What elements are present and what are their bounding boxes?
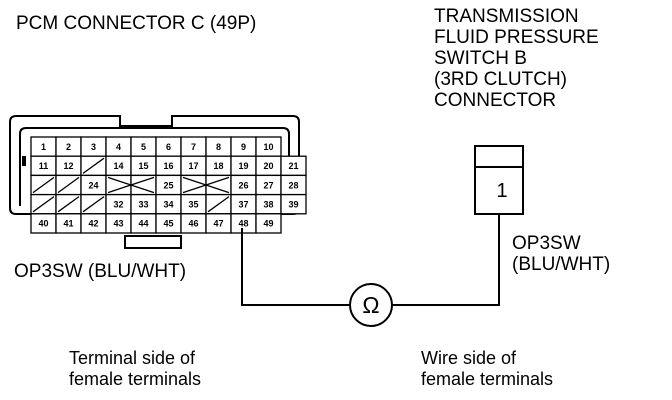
switch-title-line: CONNECTOR bbox=[434, 90, 557, 111]
pcm-view-label-line: Terminal side of bbox=[69, 348, 196, 368]
pcm-terminal-number: 11 bbox=[39, 161, 49, 171]
pcm-terminal-number: 43 bbox=[113, 219, 123, 229]
pcm-terminal-number: 37 bbox=[238, 200, 248, 210]
pcm-terminal-number: 14 bbox=[113, 161, 123, 171]
pcm-terminal-number: 9 bbox=[241, 142, 246, 152]
pcm-terminal-number: 33 bbox=[138, 200, 148, 210]
switch-connector-title: TRANSMISSION FLUID PRESSURE SWITCH B (3R… bbox=[434, 6, 599, 111]
pcm-terminal-cell bbox=[255, 213, 282, 234]
pcm-wire-label: OP3SW (BLU/WHT) bbox=[14, 261, 187, 282]
pcm-terminal-number: 38 bbox=[263, 200, 273, 210]
test-lead-wire-switch bbox=[392, 213, 500, 306]
pcm-terminal-number: 35 bbox=[188, 200, 198, 210]
pcm-terminal-number: 15 bbox=[138, 161, 148, 171]
pcm-terminal-number: 17 bbox=[188, 161, 198, 171]
pcm-unused-cavity-cross bbox=[107, 176, 155, 194]
pcm-terminal-number: 45 bbox=[163, 219, 173, 229]
switch-view-label-line: Wire side of bbox=[421, 348, 517, 368]
pcm-terminal-number: 28 bbox=[288, 180, 298, 190]
pcm-unused-cavity-hatch bbox=[32, 196, 55, 213]
pcm-terminal-number: 1 bbox=[41, 142, 46, 152]
pcm-terminal-number: 18 bbox=[213, 161, 223, 171]
pcm-terminal-number: 7 bbox=[191, 142, 196, 152]
pcm-terminal-number: 34 bbox=[163, 200, 173, 210]
switch-title-line: (3RD CLUTCH) bbox=[434, 69, 567, 90]
pcm-terminal-number: 47 bbox=[213, 219, 223, 229]
pcm-terminal-number: 12 bbox=[63, 161, 73, 171]
pcm-view-label: Terminal side of female terminals bbox=[69, 348, 201, 390]
pcm-terminal-number: 10 bbox=[263, 142, 273, 152]
pcm-unused-cavity-hatch bbox=[82, 157, 105, 174]
ohmmeter-icon bbox=[349, 283, 393, 327]
pcm-unused-cavity-marks bbox=[32, 157, 230, 213]
pcm-terminal-number: 6 bbox=[166, 142, 171, 152]
pcm-terminal-number: 48 bbox=[238, 219, 248, 229]
switch-connector-housing bbox=[474, 145, 524, 215]
pcm-terminal-number: 46 bbox=[188, 219, 198, 229]
test-lead-wire bbox=[241, 228, 350, 306]
pcm-terminal-number: 16 bbox=[163, 161, 173, 171]
pcm-terminal-number: 42 bbox=[88, 219, 98, 229]
switch-title-line: FLUID PRESSURE bbox=[434, 27, 599, 48]
pcm-terminal-number: 44 bbox=[138, 219, 148, 229]
pcm-terminal-number: 20 bbox=[263, 161, 273, 171]
pcm-connector-title: PCM CONNECTOR C (49P) bbox=[16, 13, 257, 34]
pcm-terminal-number: 26 bbox=[238, 180, 248, 190]
pcm-unused-cavity-hatch bbox=[82, 196, 105, 213]
pcm-terminal-number: 25 bbox=[163, 180, 173, 190]
switch-view-label-line: female terminals bbox=[421, 369, 554, 389]
pcm-terminal-number: 2 bbox=[66, 142, 71, 152]
pcm-terminal-number: 41 bbox=[63, 219, 73, 229]
pcm-unused-cavity-hatch bbox=[207, 196, 230, 213]
pcm-terminal-number: 24 bbox=[88, 180, 98, 190]
switch-title-line: SWITCH B bbox=[434, 48, 527, 69]
pcm-terminal-number: 8 bbox=[216, 142, 221, 152]
pcm-terminal-number: 39 bbox=[288, 200, 298, 210]
switch-title-line: TRANSMISSION bbox=[434, 6, 579, 27]
switch-wire-label-line: (BLU/WHT) bbox=[512, 254, 611, 275]
pcm-terminal-number: 21 bbox=[288, 161, 298, 171]
pcm-terminal-number: 19 bbox=[238, 161, 248, 171]
switch-wire-label-line: OP3SW bbox=[512, 233, 581, 254]
pcm-terminal-number: 49 bbox=[263, 219, 273, 229]
switch-wire-label: OP3SW (BLU/WHT) bbox=[512, 233, 610, 275]
ohm-symbol: Ω bbox=[362, 292, 379, 318]
pcm-unused-cavity-hatch bbox=[32, 176, 55, 194]
pcm-terminal-cell bbox=[280, 193, 307, 215]
pcm-unused-cavity-hatch bbox=[57, 176, 80, 194]
pcm-terminal-number: 3 bbox=[91, 142, 96, 152]
pcm-terminal-number: 40 bbox=[38, 219, 48, 229]
pcm-connector-housing bbox=[9, 115, 300, 249]
pcm-terminal-number: 27 bbox=[263, 180, 273, 190]
pcm-terminal-number: 5 bbox=[141, 142, 146, 152]
pcm-terminal-number: 32 bbox=[113, 200, 123, 210]
switch-terminal-1: 1 bbox=[496, 180, 507, 202]
pcm-view-label-line: female terminals bbox=[69, 369, 202, 389]
pcm-unused-cavity-hatch bbox=[57, 196, 80, 213]
pcm-unused-cavity-cross bbox=[182, 176, 230, 194]
pcm-terminal-number: 4 bbox=[116, 142, 121, 152]
switch-view-label: Wire side of female terminals bbox=[421, 348, 553, 390]
